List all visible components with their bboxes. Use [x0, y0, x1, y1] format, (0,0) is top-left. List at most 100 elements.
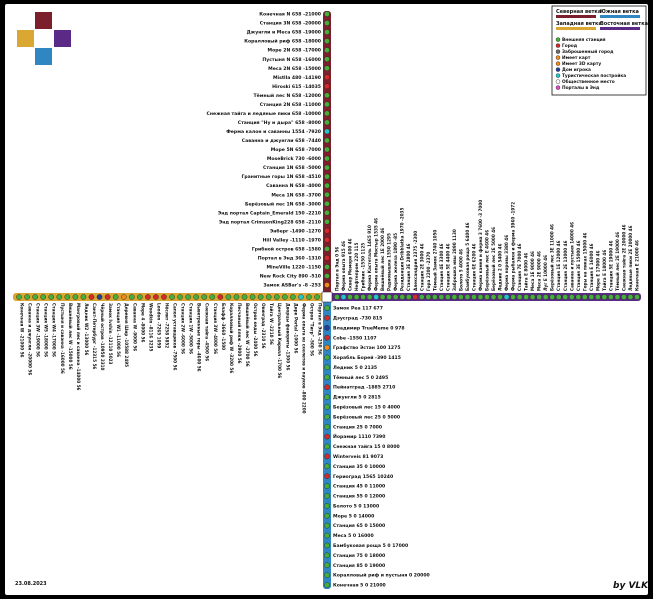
east-station[interactable]: Меса 1E 9000 46	[529, 251, 536, 300]
west-station[interactable]: Станция 1W -5000 56	[185, 294, 194, 354]
south-station[interactable]: Станция 65 0 15000	[324, 522, 385, 529]
west-station[interactable]: Овинград -2310 56	[257, 294, 266, 349]
south-station[interactable]: Берёзовый лес 25 0 5000	[324, 413, 400, 420]
west-station[interactable]: Выветренные горы -4600 56	[193, 294, 202, 372]
south-station[interactable]: Ледник 5 0 2135	[324, 364, 377, 371]
west-station[interactable]: Станция W4 -17000 56	[48, 294, 57, 357]
east-station[interactable]: Тайга E 8000 46	[523, 253, 529, 300]
east-station[interactable]: Горы на пиках 15000 46	[582, 232, 588, 300]
north-station[interactable]: Замок ASBar's -8 -253	[263, 282, 330, 289]
south-station[interactable]: Гериоград 1565 10240	[324, 473, 393, 480]
east-station[interactable]: Болото 5 4000 46	[458, 249, 464, 300]
east-station[interactable]: Нефтепром 220 115	[353, 243, 360, 300]
west-station[interactable]: Чёрный остров -10950 2310	[96, 294, 105, 371]
north-station[interactable]: Станция 1N 658 -5000	[263, 164, 330, 171]
east-station[interactable]: Станция E 16000 46	[588, 243, 595, 300]
west-station[interactable]: Центральный Кирилл -1700 56	[273, 294, 282, 378]
north-station[interactable]: Станция 2N 658 -11000	[260, 101, 330, 108]
east-station[interactable]: Вишнёвый лес 1E 2000 46	[379, 228, 386, 300]
west-station[interactable]: Вишнёвый лес W -15000 56	[64, 294, 73, 370]
east-station[interactable]: Станция 7E 7000 46	[516, 243, 523, 300]
east-station[interactable]: Ферма рыбалки и ферма 3960 -1972	[510, 202, 516, 300]
north-station[interactable]: Пустыня N 658 -16000	[262, 56, 330, 63]
east-station[interactable]: Ферма камня и ферма 3 7600 -3 7000	[477, 200, 484, 300]
west-station[interactable]: Пустыня и саванна -16000 56	[56, 294, 65, 374]
south-station[interactable]: Хорабль Борей -390 1415	[324, 354, 401, 361]
south-station[interactable]: Станция 35 0 10000	[324, 463, 385, 470]
east-station[interactable]: Грибник -1550 1125	[360, 243, 366, 300]
north-station[interactable]: Берёзовый лес 1N 658 -3000	[245, 200, 330, 207]
west-station[interactable]: Станция W5 -18000 56	[40, 294, 49, 357]
east-station[interactable]: Ферма опыта 915 46	[340, 241, 347, 300]
east-station[interactable]: Тёмный Замок 2740 1050	[432, 230, 438, 300]
south-station[interactable]: Йорамир 1110 7390	[324, 432, 385, 440]
south-station[interactable]: Болото 5 0 13000	[324, 503, 379, 509]
north-station[interactable]: Mistlla 480 -14190	[273, 74, 330, 81]
east-station[interactable]: Саванна и пустыня 14000 46	[568, 222, 575, 300]
north-station[interactable]: Море 5N 658 -7000	[271, 146, 330, 153]
west-station[interactable]: Санкт-Петербург -12315 56	[88, 294, 97, 369]
south-station[interactable]: Cobe -1550 1107	[324, 334, 377, 341]
east-station[interactable]: Гора 2200 -2370	[425, 252, 432, 300]
west-station[interactable]: Саванна и джунгли -20000 56	[24, 294, 33, 375]
south-station[interactable]: Море 5 0 14000	[324, 512, 374, 519]
west-station[interactable]: London -7265 1059	[153, 294, 161, 348]
east-station[interactable]: Заброшка ивы 2890 1130	[451, 229, 458, 300]
east-station[interactable]: Станция 5E 4400 46	[445, 243, 451, 300]
east-station[interactable]: Станция 3E 2800 46	[405, 243, 412, 300]
east-station[interactable]: Станция 5E 19000 46	[608, 240, 614, 300]
west-station[interactable]: Ферма опыта из скелетов и пауков -800 22…	[298, 294, 306, 414]
north-station[interactable]: Энберг -1490 -1270	[270, 227, 330, 234]
north-station[interactable]: MineVille 1220 -1150	[266, 264, 330, 271]
east-station[interactable]: Море E 17000 46	[595, 250, 601, 300]
north-station[interactable]: Саванна и джунгли 658 -7440	[242, 137, 330, 144]
south-station[interactable]: Станция 25 0 7000	[324, 423, 382, 430]
north-station[interactable]: Портал в Энд 360 -1310	[258, 255, 330, 262]
south-station[interactable]: Джунгли 5 0 2815	[324, 394, 381, 401]
south-station[interactable]: Коралловый риф и пустыня 0 20000	[324, 572, 430, 579]
east-station[interactable]: Резиденция Dribblatka 1970 -2035	[399, 208, 406, 300]
east-station[interactable]: Тайга E 18000 46	[601, 250, 608, 300]
east-station[interactable]: Станция 2E 13000 46	[562, 240, 569, 300]
east-station[interactable]: Ферма коровы 3380 46	[503, 235, 510, 300]
north-station[interactable]: Джунгли и Меса 658 -19000	[247, 29, 330, 36]
south-station[interactable]: Дэусград -730 815	[324, 315, 382, 321]
north-station[interactable]: Ферма калон и саванны 1554 -7920	[226, 128, 330, 135]
south-station[interactable]: Графство Эстан 100 1275	[324, 344, 401, 351]
east-station[interactable]: Александрия 2375 -2300	[412, 231, 419, 300]
south-station[interactable]: Станция 75 0 18000	[324, 552, 385, 559]
west-station[interactable]: Woodkin -8116 3235	[145, 294, 153, 351]
east-station[interactable]: Станция 4E 3300 46	[438, 243, 445, 300]
north-station[interactable]: Саванна N 658 -4000	[266, 182, 330, 189]
east-station[interactable]: Ледник 2 0 5400 46	[497, 243, 503, 300]
west-station[interactable]: Остров "Тигр" -500 56	[306, 294, 314, 356]
east-station[interactable]: Портал в Энд 0 56	[334, 247, 340, 300]
west-station[interactable]: Замок Ivshin -12110 5023	[104, 294, 113, 365]
south-station[interactable]: Станция 55 0 12000	[324, 493, 385, 500]
east-station[interactable]: Снежная тайга 2E 20000 46	[621, 224, 627, 300]
east-station[interactable]: Радиовышка 1550 1295	[386, 233, 392, 300]
east-station[interactable]: Ферма железа 1890 -85	[392, 233, 399, 300]
west-station[interactable]: Деревня Шир -10588 2495	[120, 294, 129, 367]
south-station[interactable]: Владимир TrueMeme 0 978	[324, 324, 405, 331]
west-station[interactable]: Станция 3W -4000 56	[209, 294, 218, 354]
north-station[interactable]: Гранитные горы 1N 658 -4510	[241, 173, 330, 180]
east-station[interactable]: Луг E 10000 46	[542, 255, 549, 300]
east-station[interactable]: Берёзовый лес 3E 11000 46	[549, 224, 556, 300]
north-station[interactable]: Грибной остров 658 -1580	[252, 245, 330, 252]
north-station[interactable]: Hill Valley -1110 -1970	[263, 237, 330, 243]
east-station[interactable]: Меса 2E 9000 46	[536, 251, 542, 300]
west-station[interactable]: Станция 3W -19000 56	[32, 294, 41, 357]
south-station[interactable]: Бамбуковая роща 5 0 17000	[324, 542, 408, 549]
south-station[interactable]: Берёзовый лес 15 0 4000	[324, 404, 400, 411]
west-station[interactable]: Тайга W -2210 56	[265, 294, 274, 345]
east-station[interactable]: Тёмный лес 2E 19000 46	[614, 232, 621, 300]
south-station[interactable]: Снежная тайга 15 0 8000	[324, 443, 400, 450]
west-station[interactable]: Нёслит -7258 5852	[161, 294, 169, 348]
north-station[interactable]: Энд портал Captain_Emerald 150 -2210	[218, 209, 330, 216]
north-station[interactable]: Море 2N 658 -17000	[268, 47, 330, 54]
south-station[interactable]: Пейнатград -1885 2710	[324, 384, 395, 391]
east-station[interactable]: Бамбуковая роща 5 6400 46	[464, 222, 471, 300]
west-station[interactable]: Дворцы фавориты -1300 56	[281, 294, 290, 370]
east-station[interactable]: Станция 3E 15000 46	[575, 240, 582, 300]
